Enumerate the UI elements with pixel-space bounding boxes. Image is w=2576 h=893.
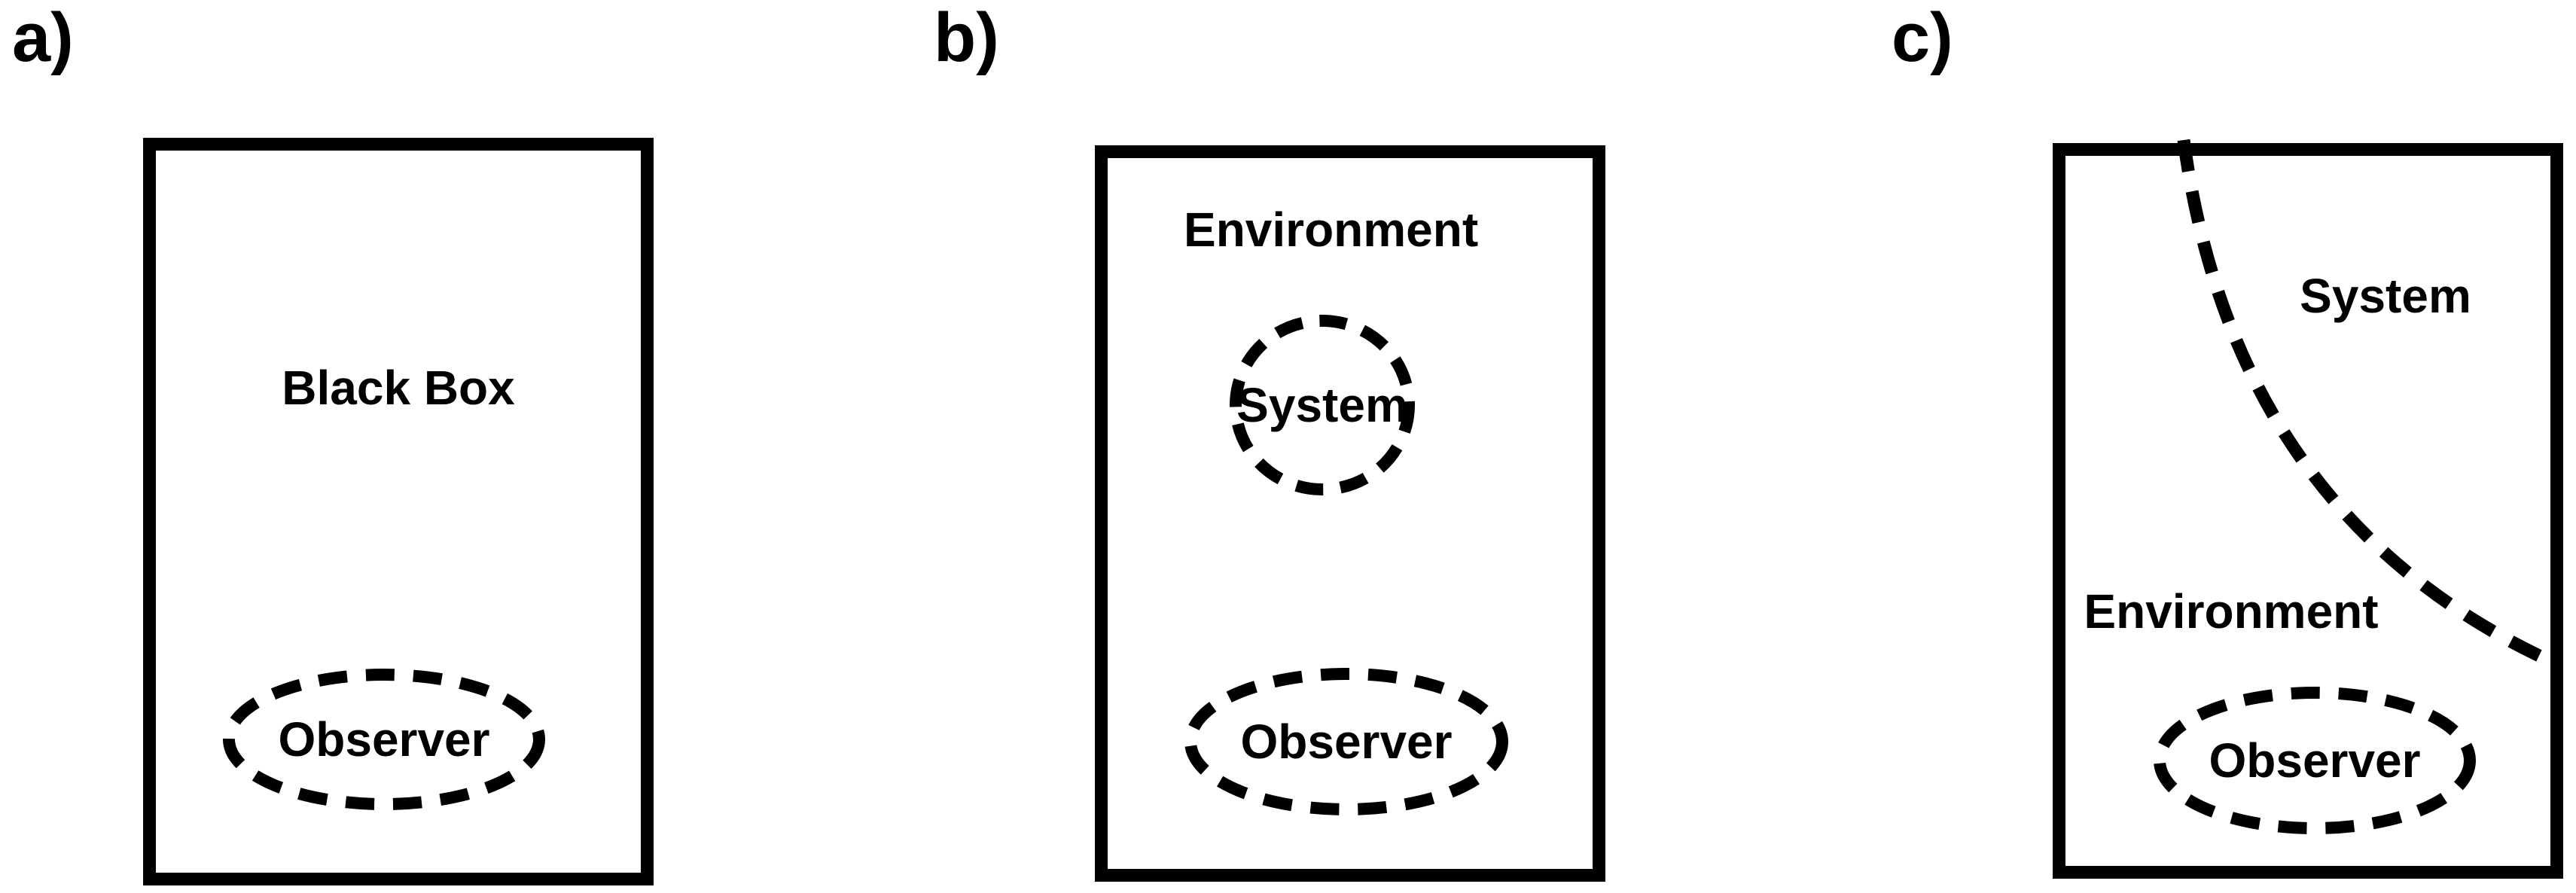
environment-box-outline [1095, 145, 1605, 882]
panel-b-label: b) [934, 0, 999, 76]
partitioned-box-outline [2053, 143, 2563, 879]
black-box-outline [143, 138, 654, 885]
environment-label-c: Environment [2084, 584, 2379, 639]
environment-label-b: Environment [1184, 203, 1479, 257]
system-label-c: System [2300, 269, 2471, 323]
panel-a-label: a) [12, 0, 74, 76]
observer-label-b: Observer [1240, 715, 1453, 769]
system-label-b: System [1236, 378, 1408, 432]
panel-c-label: c) [1892, 0, 1953, 76]
observer-label-a: Observer [278, 712, 490, 767]
observer-label-c: Observer [2209, 733, 2421, 788]
black-box-title: Black Box [282, 361, 515, 415]
